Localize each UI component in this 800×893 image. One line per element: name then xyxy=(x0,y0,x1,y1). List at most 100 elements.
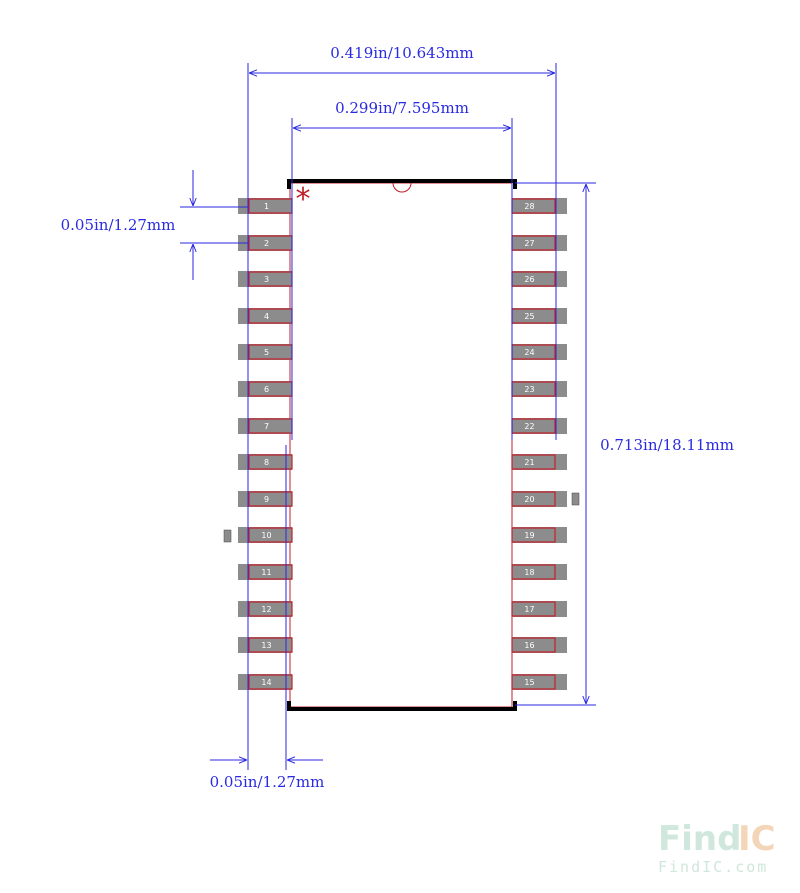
pad-outline xyxy=(248,637,293,653)
pad-outline xyxy=(248,491,293,507)
pad-outline xyxy=(511,674,556,690)
body-length-label: 0.713in/18.11mm xyxy=(600,436,734,454)
left-pad-12: 12 xyxy=(238,601,293,617)
right-pad-18: 18 xyxy=(511,564,567,580)
pin-number: 6 xyxy=(264,385,269,394)
pin-number: 18 xyxy=(524,568,534,577)
pad-outline xyxy=(511,454,556,470)
right-pad-28: 28 xyxy=(511,198,567,214)
dimension-lines xyxy=(180,63,596,770)
package-body xyxy=(287,179,517,711)
right-pad-24: 24 xyxy=(511,344,567,360)
left-pad-6: 6 xyxy=(238,381,293,397)
pad-shape xyxy=(512,235,567,251)
pad-shape xyxy=(512,564,567,580)
pad-shape xyxy=(238,454,292,470)
pad-outline xyxy=(248,601,293,617)
pin-number: 8 xyxy=(264,458,269,467)
pin-number: 20 xyxy=(524,495,534,504)
pin-number: 14 xyxy=(261,678,271,687)
pad-shape xyxy=(512,674,567,690)
pad-shape xyxy=(238,418,292,434)
bottom-silkscreen xyxy=(287,701,517,711)
left-pad-13: 13 xyxy=(238,637,293,653)
pad-width-label: 0.05in/1.27mm xyxy=(210,773,325,791)
pad-shape xyxy=(512,198,567,214)
pad-shape xyxy=(238,235,292,251)
pad-outline xyxy=(511,637,556,653)
pin-number: 26 xyxy=(524,275,534,284)
pin-number: 15 xyxy=(524,678,534,687)
body-width-label: 0.299in/7.595mm xyxy=(335,99,469,117)
right-pad-20: 20 xyxy=(511,491,567,507)
left-pad-1: 1 xyxy=(238,198,293,214)
right-pad-22: 22 xyxy=(511,418,567,434)
pad-shape xyxy=(238,381,292,397)
left-pad-9: 9 xyxy=(238,491,293,507)
pad-outline xyxy=(511,491,556,507)
pad-shape xyxy=(238,198,292,214)
right-pad-row: 28 27 26 25 24 23 22 21 20 19 18 17 16 15 xyxy=(511,198,567,690)
pin-number: 17 xyxy=(524,605,534,614)
pad-shape xyxy=(238,601,292,617)
pin-number: 27 xyxy=(524,239,534,248)
pad-outline xyxy=(511,564,556,580)
left-pad-5: 5 xyxy=(238,344,293,360)
pin-number: 5 xyxy=(264,348,269,357)
pin-number: 23 xyxy=(524,385,534,394)
pad-shape xyxy=(512,308,567,324)
pin-number: 24 xyxy=(524,348,534,357)
pad-shape xyxy=(238,491,292,507)
pin-number: 2 xyxy=(264,239,269,248)
pad-shape xyxy=(238,527,292,543)
pad-shape xyxy=(238,271,292,287)
pad-shape xyxy=(238,637,292,653)
right-pad-23: 23 xyxy=(511,381,567,397)
pad-outline xyxy=(248,527,293,543)
pin-number: 22 xyxy=(524,422,534,431)
pin-number: 4 xyxy=(264,312,269,321)
pad-shape xyxy=(512,454,567,470)
pad-shape xyxy=(238,564,292,580)
pin-number: 9 xyxy=(264,495,269,504)
right-pad-26: 26 xyxy=(511,271,567,287)
pad-shape xyxy=(238,344,292,360)
right-pad-19: 19 xyxy=(511,527,567,543)
left-pad-11: 11 xyxy=(238,564,293,580)
left-fiducial xyxy=(223,529,232,543)
pin-number: 12 xyxy=(261,605,271,614)
watermark-brand-accent: IC xyxy=(738,819,776,859)
pin-number: 19 xyxy=(524,531,534,540)
pad-shape xyxy=(512,418,567,434)
right-pad-17: 17 xyxy=(511,601,567,617)
pin-number: 10 xyxy=(261,531,271,540)
pad-shape xyxy=(238,308,292,324)
pad-outline xyxy=(248,454,293,470)
watermark-url: FindIC.com xyxy=(658,858,768,876)
pad-outline xyxy=(511,527,556,543)
orientation-notch xyxy=(392,182,412,193)
pin-number: 25 xyxy=(524,312,534,321)
pin-number: 28 xyxy=(524,202,534,211)
right-pad-25: 25 xyxy=(511,308,567,324)
left-pad-8: 8 xyxy=(238,454,293,470)
pin-number: 16 xyxy=(524,641,534,650)
right-pad-16: 16 xyxy=(511,637,567,653)
left-pad-14: 14 xyxy=(238,674,293,690)
right-pad-15: 15 xyxy=(511,674,567,690)
pad-shape xyxy=(512,344,567,360)
pad-shape xyxy=(512,271,567,287)
pin-number: 11 xyxy=(261,568,271,577)
left-pad-7: 7 xyxy=(238,418,293,434)
pad-shape xyxy=(512,637,567,653)
watermark-brand-main: Find xyxy=(658,819,741,859)
right-pad-21: 21 xyxy=(511,454,567,470)
pin-number: 21 xyxy=(524,458,534,467)
pin-number: 7 xyxy=(264,422,269,431)
pad-shape xyxy=(512,381,567,397)
right-pad-27: 27 xyxy=(511,235,567,251)
left-pad-4: 4 xyxy=(238,308,293,324)
pad-outline xyxy=(511,601,556,617)
